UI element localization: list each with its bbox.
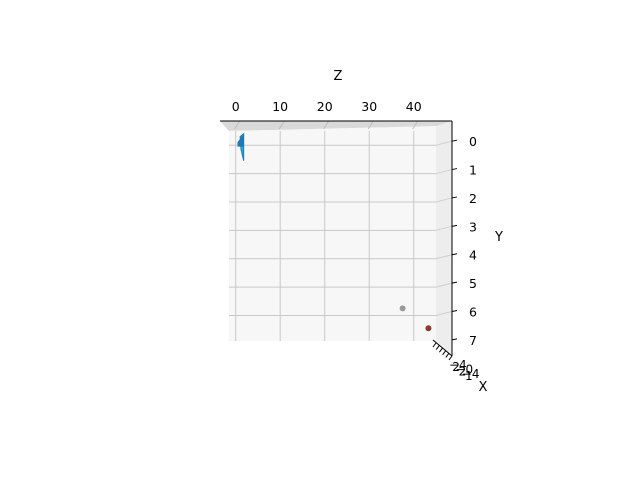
scatter-point xyxy=(399,305,406,312)
y-side-gridline xyxy=(435,310,453,316)
y-side-gridline xyxy=(435,282,453,288)
axis-lines xyxy=(220,120,458,361)
right-pane xyxy=(436,121,452,356)
top-pane xyxy=(220,121,452,131)
y-tick-label: 6 xyxy=(469,304,477,319)
y-tick-mark xyxy=(451,338,458,341)
data-series xyxy=(237,132,432,332)
top-gridline xyxy=(412,120,419,130)
y-tick-mark xyxy=(451,281,458,284)
y-tick-label: 4 xyxy=(469,248,477,263)
x-tick-label: 2 xyxy=(459,365,467,379)
top-gridline xyxy=(278,120,285,130)
z-tick-label: 0 xyxy=(232,99,240,114)
top-gridline xyxy=(234,120,241,130)
x-tick-mark xyxy=(445,353,450,358)
z-axis-label: Z xyxy=(334,69,343,84)
z-tick-label: 10 xyxy=(272,99,288,114)
y-tick-mark xyxy=(451,253,458,256)
x-axis-line xyxy=(432,339,453,357)
z-tick-label: 40 xyxy=(406,99,422,114)
z-tick-label: 30 xyxy=(361,99,377,114)
x-tick-label: 2 xyxy=(452,360,460,374)
surface-shade xyxy=(237,133,244,147)
x-tick-mark xyxy=(448,355,453,361)
grid-lines xyxy=(229,120,453,341)
y-tick-mark xyxy=(451,309,458,312)
x-tick-label: 1 xyxy=(465,369,473,383)
y-tick-mark xyxy=(451,168,458,171)
y-side-gridline xyxy=(435,140,453,146)
z-tick-label: 20 xyxy=(317,99,333,114)
x-tick-label: −4 xyxy=(462,367,480,381)
x-tick-label: −4 xyxy=(449,358,467,372)
x-axis-label: X xyxy=(479,380,488,395)
y-tick-label: 1 xyxy=(469,163,477,178)
x-tick-mark xyxy=(432,342,437,348)
y-side-gridline xyxy=(435,197,453,203)
x-tick-mark xyxy=(438,347,443,353)
top-gridline xyxy=(367,120,374,130)
y-tick-label: 5 xyxy=(469,276,477,291)
y-tick-mark xyxy=(451,224,458,227)
top-gridline xyxy=(323,120,330,130)
y-side-gridline xyxy=(435,169,453,175)
y-tick-label: 2 xyxy=(469,191,477,206)
x-tick-mark xyxy=(442,350,447,356)
y-side-gridline xyxy=(435,254,453,260)
x-tick-label: −0 xyxy=(455,362,473,376)
y-side-gridline xyxy=(435,225,453,231)
y-tick-label: 3 xyxy=(469,219,477,234)
y-tick-mark xyxy=(451,139,458,142)
y-tick-mark xyxy=(451,196,458,199)
y-axis-label: Y xyxy=(494,230,503,245)
y-tick-label: 7 xyxy=(469,333,477,348)
scatter-point xyxy=(425,325,432,332)
x-tick-mark xyxy=(435,345,440,350)
y-tick-label: 0 xyxy=(469,134,477,149)
